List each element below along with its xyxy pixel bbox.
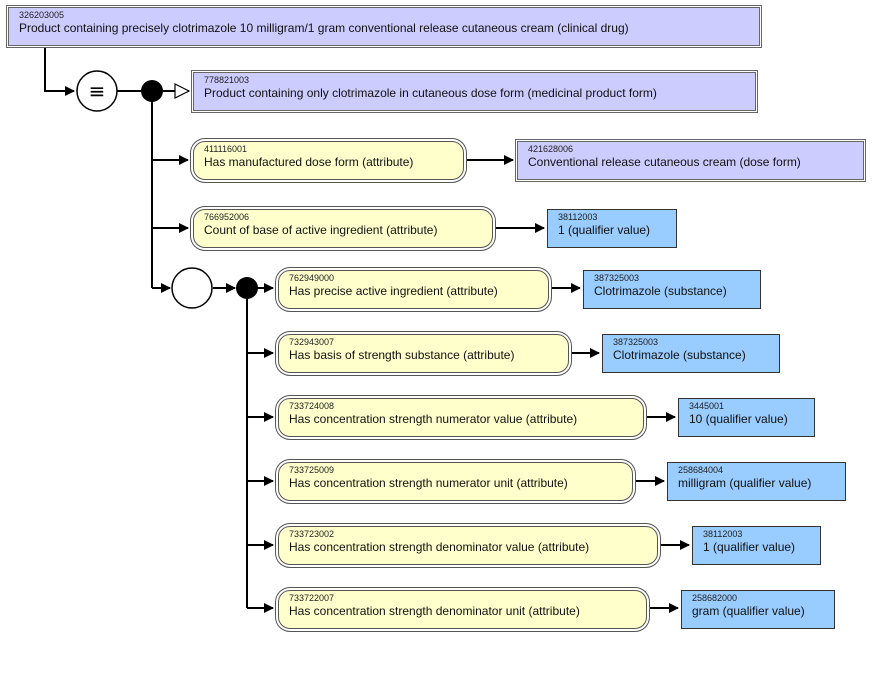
attribute-id: 733724008 [289,401,335,411]
value-label: 1 (qualifier value) [703,540,796,554]
value-id: 258682000 [692,593,738,603]
attribute-id: 766952006 [204,212,250,222]
value-label: Conventional release cutaneous cream (do… [528,155,801,169]
parent-concept-label: Product containing only clotrimazole in … [204,86,657,100]
value-dose-form[interactable]: 421628006 Conventional release cutaneous… [515,139,866,182]
focus-concept-id: 326203005 [19,10,65,20]
value-label: Clotrimazole (substance) [613,348,746,362]
attribute-numerator-unit[interactable]: 733725009 Has concentration strength num… [278,462,633,501]
value-milligram[interactable]: 258684004 milligram (qualifier value) [667,462,846,501]
value-id: 387325003 [594,273,640,283]
value-label: gram (qualifier value) [692,604,805,618]
value-id: 258684004 [678,465,724,475]
value-gram[interactable]: 258682000 gram (qualifier value) [681,590,835,629]
definition-status-circle [76,70,118,112]
attribute-label: Has concentration strength numerator val… [289,412,578,426]
value-clotrimazole[interactable]: 387325003 Clotrimazole (substance) [583,270,761,309]
attribute-id: 411116001 [204,144,248,154]
value-id: 421628006 [528,144,574,154]
parent-concept-id: 778821003 [204,75,250,85]
focus-concept[interactable]: 326203005 Product containing precisely c… [6,5,762,48]
value-label: 1 (qualifier value) [558,223,651,237]
role-group-circle [171,267,213,309]
definition-status-symbol: ≡ [89,79,106,103]
value-label: milligram (qualifier value) [678,476,812,490]
value-id: 3445001 [689,401,725,411]
attribute-label: Has concentration strength denominator v… [289,540,590,554]
attribute-count-of-base[interactable]: 766952006 Count of base of active ingred… [193,209,493,248]
attribute-label: Count of base of active ingredient (attr… [204,223,438,237]
value-count[interactable]: 38112003 1 (qualifier value) [547,209,677,248]
attribute-id: 733722007 [289,593,335,603]
value-label: 10 (qualifier value) [689,412,788,426]
value-label: Clotrimazole (substance) [594,284,727,298]
attribute-label: Has precise active ingredient (attribute… [289,284,498,298]
value-id: 38112003 [558,212,598,222]
attribute-numerator-value[interactable]: 733724008 Has concentration strength num… [278,398,644,437]
attribute-id: 733723002 [289,529,335,539]
attribute-precise-active-ingredient[interactable]: 762949000 Has precise active ingredient … [278,270,549,309]
value-id: 38112003 [703,529,743,539]
attribute-id: 732943007 [289,337,335,347]
attribute-label: Has basis of strength substance (attribu… [289,348,515,362]
attribute-label: Has concentration strength denominator u… [289,604,580,618]
value-id: 387325003 [613,337,659,347]
parent-concept[interactable]: 778821003 Product containing only clotri… [191,70,758,113]
group-conjunction-dot [236,277,258,299]
attribute-basis-of-strength[interactable]: 732943007 Has basis of strength substanc… [278,334,569,373]
attribute-label: Has concentration strength numerator uni… [289,476,568,490]
attribute-label: Has manufactured dose form (attribute) [204,155,414,169]
value-1[interactable]: 38112003 1 (qualifier value) [692,526,821,565]
attribute-id: 733725009 [289,465,335,475]
attribute-id: 762949000 [289,273,335,283]
attribute-denominator-value[interactable]: 733723002 Has concentration strength den… [278,526,658,565]
attribute-denominator-unit[interactable]: 733722007 Has concentration strength den… [278,590,647,629]
conjunction-dot [141,80,163,102]
value-clotrimazole[interactable]: 387325003 Clotrimazole (substance) [602,334,780,373]
focus-concept-label: Product containing precisely clotrimazol… [19,21,629,35]
attribute-manufactured-dose-form[interactable]: 411116001 Has manufactured dose form (at… [193,141,464,180]
value-10[interactable]: 3445001 10 (qualifier value) [678,398,815,437]
